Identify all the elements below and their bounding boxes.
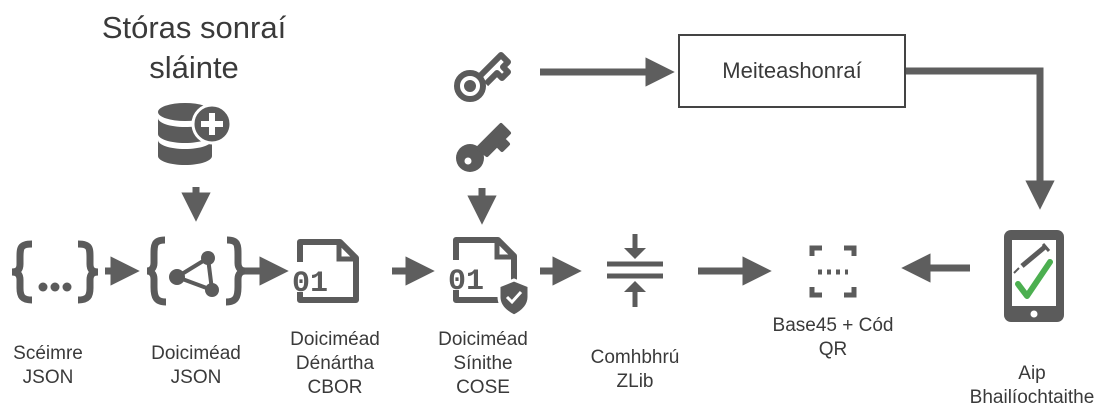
signed-file-icon: 01 xyxy=(448,237,531,318)
storage-title-line1: Stóras sonraí xyxy=(101,10,287,45)
arrow-metadata-to-app xyxy=(906,67,1055,210)
label-line: JSON xyxy=(170,367,222,388)
label-base45-qr: Base45 + Cód QR xyxy=(758,314,908,362)
database-add-icon xyxy=(158,103,233,165)
label-json-schema: Scéimre JSON xyxy=(0,342,96,390)
storage-title-line2: sláinte xyxy=(149,50,239,85)
storage-title: Stóras sonraí sláinte xyxy=(94,8,294,88)
label-line: Doiciméad xyxy=(151,343,241,364)
phone-app-icon xyxy=(1004,230,1064,322)
label-zlib: Comhbhrú ZLib xyxy=(575,346,695,394)
label-line: Scéimre xyxy=(13,343,83,364)
label-line: ZLib xyxy=(616,371,654,392)
label-line: CBOR xyxy=(307,377,363,398)
label-line: Aip xyxy=(1018,363,1046,384)
public-key-icon xyxy=(454,52,511,102)
json-document-icon xyxy=(146,236,246,306)
label-cbor-document: Doiciméad Dénártha CBOR xyxy=(270,328,400,400)
svg-text:01: 01 xyxy=(448,265,484,299)
label-line: JSON xyxy=(22,367,74,388)
label-line: Bhailíochtaithe xyxy=(969,387,1095,408)
curly-braces-icon xyxy=(11,240,99,304)
compress-icon xyxy=(607,234,663,307)
label-line: QR xyxy=(818,339,848,360)
label-line: Doiciméad xyxy=(438,329,528,350)
qr-scan-icon xyxy=(809,245,857,298)
metadata-box: Meiteashonraí xyxy=(678,34,906,108)
private-key-icon xyxy=(456,123,511,172)
binary-file-icon: 01 xyxy=(292,239,359,303)
label-line: COSE xyxy=(456,377,510,398)
label-line: Doiciméad xyxy=(290,329,380,350)
label-cose-document: Doiciméad Sínithe COSE xyxy=(420,328,546,400)
metadata-label: Meiteashonraí xyxy=(722,58,862,83)
svg-text:01: 01 xyxy=(292,267,328,301)
label-line: Dénártha xyxy=(295,353,375,374)
label-line: Comhbhrú xyxy=(590,347,680,368)
label-json-document: Doiciméad JSON xyxy=(136,342,256,390)
label-line: Base45 + Cód xyxy=(772,315,894,336)
label-line: Sínithe xyxy=(453,353,513,374)
label-verifier-app: Aip Bhailíochtaithe xyxy=(959,362,1105,410)
